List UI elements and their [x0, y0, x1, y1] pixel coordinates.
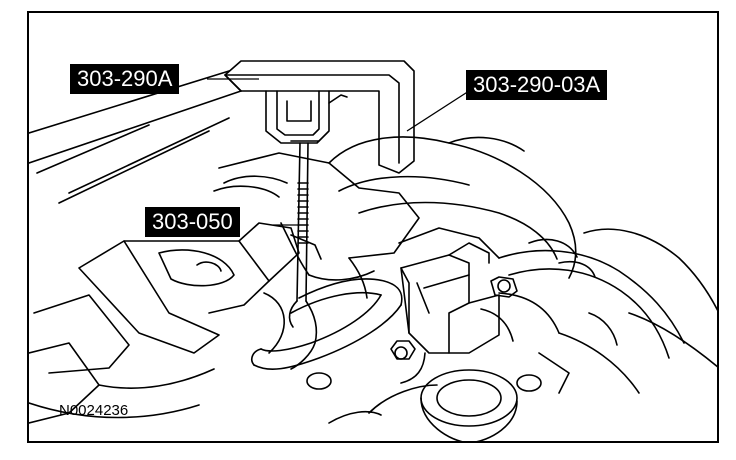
threaded-rod: [288, 140, 320, 370]
callout-leader-lines: [207, 78, 470, 226]
pulley-housing: [328, 352, 570, 441]
lifting-bracket: [224, 60, 415, 174]
leader-303-290-03a: [406, 90, 470, 132]
support-bar: [29, 70, 242, 204]
figure-id: N0024236: [59, 402, 129, 419]
engine-hook: [390, 242, 518, 384]
hose-loop: [251, 278, 403, 390]
engine-bracket: [29, 222, 300, 424]
callout-303-290a: 303-290A: [70, 64, 180, 94]
figure-frame: 303-290A 303-290-03A 303-050 N0024236: [27, 11, 719, 443]
engine-line-drawing: [29, 60, 717, 441]
engine-block: [213, 136, 577, 299]
callout-303-290-03a: 303-290-03A: [466, 70, 608, 100]
right-fittings: [480, 228, 717, 394]
callout-303-050: 303-050: [145, 207, 240, 237]
